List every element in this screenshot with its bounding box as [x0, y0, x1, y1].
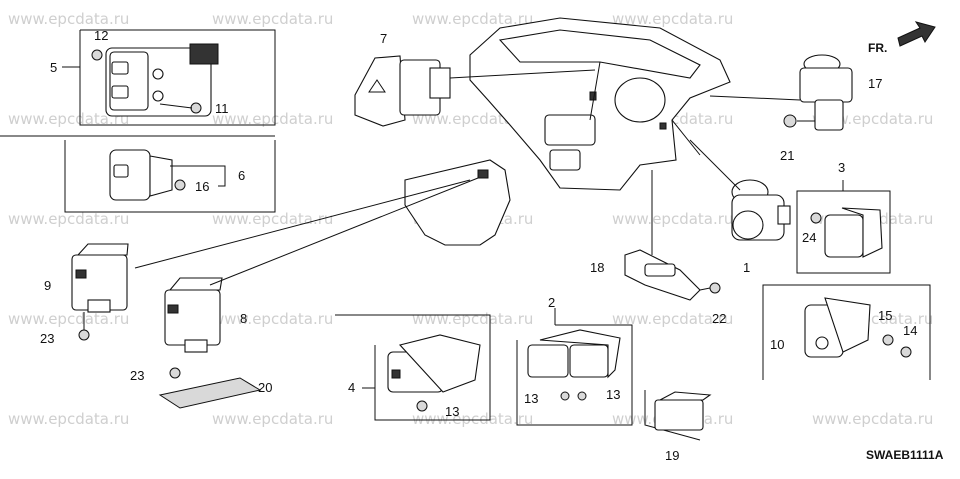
callout-3: 3 [838, 160, 845, 175]
group-frame-2 [516, 308, 633, 426]
watermark: www.epcdata.ru [612, 310, 733, 328]
diagram-code: SWAEB1111A [866, 448, 944, 462]
group-frame-4 [335, 314, 491, 421]
callout-20: 20 [258, 380, 272, 395]
watermark: www.epcdata.ru [8, 10, 129, 28]
watermark: www.epcdata.ru [8, 310, 129, 328]
watermark: www.epcdata.ru [412, 310, 533, 328]
bracket-part [624, 170, 721, 301]
direction-label: FR. [868, 41, 887, 55]
watermark: www.epcdata.ru [212, 210, 333, 228]
switch-8 [158, 177, 479, 409]
callout-8: 8 [240, 311, 247, 326]
front-direction-arrow-icon: FR. [868, 21, 936, 55]
watermark: www.epcdata.ru [612, 10, 733, 28]
callout-9: 9 [44, 278, 51, 293]
watermark: www.epcdata.ru [612, 210, 733, 228]
watermark: www.epcdata.ru [8, 110, 129, 128]
switch-19 [644, 390, 712, 441]
callout-6: 6 [238, 168, 245, 183]
callout-19: 19 [665, 448, 679, 463]
callout-10: 10 [770, 337, 784, 352]
callout-21: 21 [780, 148, 794, 163]
group-frame-3 [796, 180, 891, 274]
callout-13-group2-right: 13 [606, 387, 620, 402]
callout-15: 15 [878, 308, 892, 323]
watermark: www.epcdata.ru [412, 410, 533, 428]
group-frame-10 [762, 284, 931, 380]
callout-24: 24 [802, 230, 816, 245]
callout-17: 17 [868, 76, 882, 91]
switch-9 [71, 179, 471, 341]
callout-23-upper: 23 [40, 331, 54, 346]
callout-13-group4: 13 [445, 404, 459, 419]
callout-4: 4 [348, 380, 355, 395]
watermark: www.epcdata.ru [212, 110, 333, 128]
mirror-switch [689, 139, 791, 241]
callout-16: 16 [195, 179, 209, 194]
column-cover [404, 159, 511, 246]
callout-labels: 5 12 11 6 16 7 17 21 3 24 1 18 22 9 8 23… [40, 28, 944, 463]
callout-2: 2 [548, 295, 555, 310]
watermark: www.epcdata.ru [8, 210, 129, 228]
ignition-switch [709, 54, 853, 131]
dashboard-assembly [469, 17, 731, 191]
callout-1: 1 [743, 260, 750, 275]
callout-23-lower: 23 [130, 368, 144, 383]
callout-22: 22 [712, 311, 726, 326]
watermark: www.epcdata.ru [812, 410, 933, 428]
hazard-switch [354, 55, 596, 127]
callout-5: 5 [50, 60, 57, 75]
watermark: www.epcdata.ru [8, 410, 129, 428]
watermark: www.epcdata.ru [212, 10, 333, 28]
callout-14: 14 [903, 323, 917, 338]
callout-12: 12 [94, 28, 108, 43]
group-frame-6 [0, 135, 276, 213]
callout-18: 18 [590, 260, 604, 275]
group-frame-5 [62, 29, 276, 126]
callout-13-group2-left: 13 [524, 391, 538, 406]
watermark: www.epcdata.ru [212, 310, 333, 328]
watermark: www.epcdata.ru [212, 410, 333, 428]
callout-7: 7 [380, 31, 387, 46]
watermark: www.epcdata.ru [412, 10, 533, 28]
callout-11: 11 [215, 101, 229, 116]
